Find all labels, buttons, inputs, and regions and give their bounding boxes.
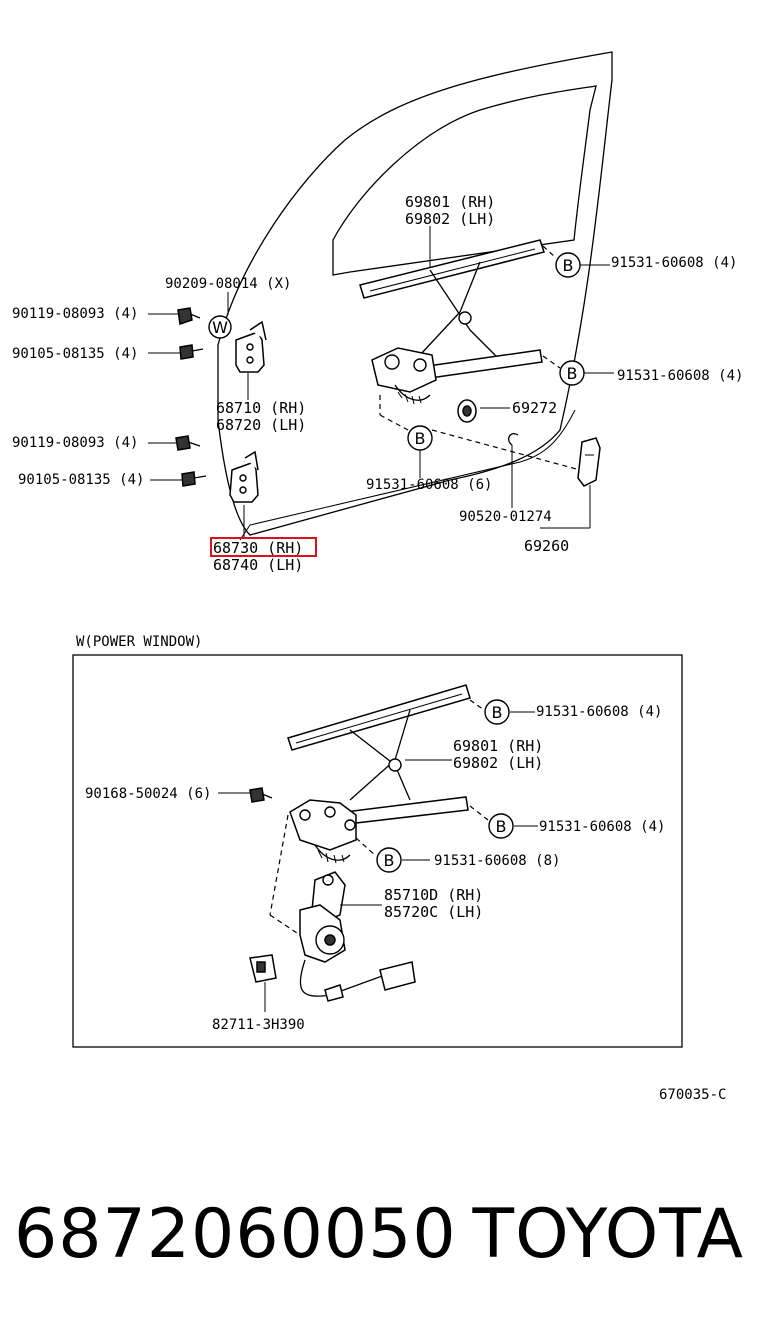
label-91531-c: 91531-60608 (6) xyxy=(366,477,492,493)
power-bolt xyxy=(249,787,273,803)
door-frame xyxy=(217,51,613,541)
brand-name: TOYOTA xyxy=(472,1195,744,1274)
callout-b-pw-1-label: B xyxy=(492,703,503,722)
power-motor xyxy=(299,871,416,1002)
label-69801: 69801 (RH) xyxy=(405,193,495,211)
label-68730: 68730 (RH) xyxy=(213,539,303,557)
grommet-and-handle xyxy=(457,399,601,487)
label-68720: 68720 (LH) xyxy=(216,416,306,434)
power-callouts: B B B xyxy=(376,699,514,873)
power-regulator xyxy=(287,684,471,864)
inset-frame xyxy=(72,654,683,1048)
callout-b-pw-1 xyxy=(484,699,510,725)
inset-heading: W(POWER WINDOW) xyxy=(76,634,202,650)
label-69260: 69260 xyxy=(524,537,569,555)
label-pw-91531-a: 91531-60608 (4) xyxy=(536,704,662,720)
callout-b-pw-2-label: B xyxy=(496,817,507,836)
label-90209: 90209-08014 (X) xyxy=(165,276,291,292)
label-91531-a: 91531-60608 (4) xyxy=(611,255,737,271)
callout-b-3-label: B xyxy=(415,429,426,448)
label-91531-b: 91531-60608 (4) xyxy=(617,368,743,384)
label-90105-a: 90105-08135 (4) xyxy=(12,346,138,362)
label-pw-91531-c: 91531-60608 (8) xyxy=(434,853,560,869)
hinges xyxy=(229,320,267,503)
label-pw-90168: 90168-50024 (6) xyxy=(85,786,211,802)
upper-labels: 69801 (RH) 69802 (LH) 91531-60608 (4) 90… xyxy=(12,193,743,574)
bolts xyxy=(175,307,207,487)
callout-b-1 xyxy=(555,252,581,278)
callout-b-pw-3-label: B xyxy=(384,851,395,870)
label-90119-a: 90119-08093 (4) xyxy=(12,306,138,322)
callout-circles-upper: B B B W xyxy=(208,252,585,451)
power-leaders xyxy=(218,699,538,936)
footer: 6872060050 TOYOTA xyxy=(0,1190,760,1280)
label-pw-91531-b: 91531-60608 (4) xyxy=(539,819,665,835)
callout-b-pw-2 xyxy=(488,813,514,839)
label-pw-82711: 82711-3H390 xyxy=(212,1017,305,1033)
label-69272: 69272 xyxy=(512,399,557,417)
callout-w xyxy=(208,315,232,339)
label-90520: 90520-01274 xyxy=(459,509,552,525)
label-pw-69802: 69802 (LH) xyxy=(453,754,543,772)
callout-b-1-label: B xyxy=(563,256,574,275)
label-pw-85720: 85720C (LH) xyxy=(384,903,483,921)
label-68740: 68740 (LH) xyxy=(213,556,303,574)
upper-leaders xyxy=(148,226,614,538)
callout-b-2 xyxy=(559,360,585,386)
callout-b-pw-3 xyxy=(376,847,402,873)
callout-b-2-label: B xyxy=(567,364,578,383)
figure-code: 670035-C xyxy=(659,1087,726,1103)
label-pw-85710: 85710D (RH) xyxy=(384,886,483,904)
label-68710: 68710 (RH) xyxy=(216,399,306,417)
part-number: 6872060050 xyxy=(14,1195,457,1274)
callout-b-3 xyxy=(407,425,433,451)
power-labels: 91531-60608 (4) 69801 (RH) 69802 (LH) 90… xyxy=(85,704,665,1033)
label-pw-69801: 69801 (RH) xyxy=(453,737,543,755)
power-connector xyxy=(249,954,277,1012)
label-90105-b: 90105-08135 (4) xyxy=(18,472,144,488)
highlight-box-68730 xyxy=(210,537,317,557)
window-regulator xyxy=(359,239,545,405)
callout-w-label: W xyxy=(212,318,228,337)
label-69802: 69802 (LH) xyxy=(405,210,495,228)
label-90119-b: 90119-08093 (4) xyxy=(12,435,138,451)
